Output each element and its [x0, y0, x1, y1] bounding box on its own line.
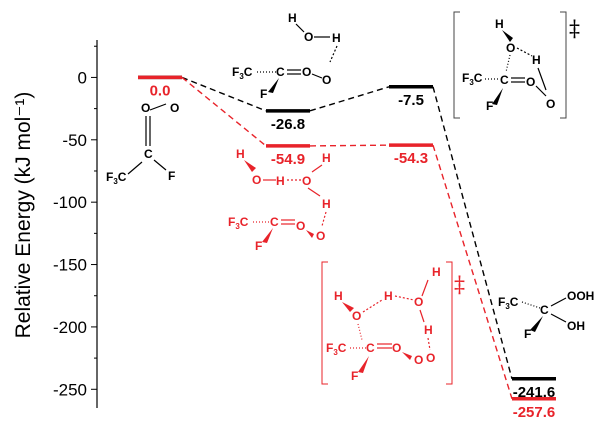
atom-o: O: [141, 101, 150, 115]
svg-text:O: O: [296, 219, 305, 233]
y-tick-label: -250: [53, 380, 87, 399]
series-connector: [432, 144, 513, 399]
svg-text:H: H: [276, 174, 285, 188]
svg-text:C: C: [540, 303, 549, 317]
svg-text:H: H: [384, 289, 393, 303]
svg-text:H: H: [288, 11, 297, 25]
svg-text:H: H: [334, 289, 343, 303]
energy-value-label: -241.6: [513, 384, 556, 401]
svg-text:OOH: OOH: [567, 289, 594, 303]
svg-text:O: O: [506, 41, 515, 55]
svg-text:H: H: [236, 147, 245, 161]
svg-text:C: C: [276, 65, 285, 79]
svg-text:H: H: [424, 323, 433, 337]
y-axis-label: Relative Energy (kJ mol⁻¹): [12, 92, 35, 339]
svg-text:O: O: [302, 65, 311, 79]
svg-text:C: C: [366, 341, 375, 355]
svg-text:O: O: [426, 351, 435, 365]
svg-text:H: H: [495, 17, 504, 31]
svg-text:F: F: [351, 369, 358, 383]
complex-red-structure: H O H O H H F3C C O O F: [228, 147, 331, 253]
series-connector: [181, 76, 267, 147]
energy-levels: [138, 75, 556, 401]
svg-text:OH: OH: [567, 319, 585, 333]
svg-text:H: H: [432, 265, 441, 279]
product-structure: F3C C OOH OH F: [498, 289, 594, 341]
svg-text:O: O: [252, 173, 261, 187]
y-tick-label: -100: [53, 193, 87, 212]
energy-value-label: -54.9: [271, 151, 305, 168]
y-tick-label: -50: [62, 131, 87, 150]
svg-text:O: O: [414, 295, 423, 309]
energy-value-label: -54.3: [394, 150, 428, 167]
double-dagger-mark: ‡: [569, 17, 580, 42]
svg-text:C: C: [270, 215, 279, 229]
svg-text:H: H: [322, 197, 331, 211]
svg-text:O: O: [392, 341, 401, 355]
reactant-structure: O O C F F3C: [106, 101, 179, 186]
svg-text:C: C: [500, 73, 509, 87]
svg-text:H: H: [322, 151, 331, 165]
y-tick-label: -150: [53, 256, 87, 275]
series-connector: [309, 86, 390, 112]
energy-labels: -26.8 -7.5 -241.6 0.0 -54.9 -54.3 -257.6: [150, 82, 556, 420]
connectors: [181, 76, 513, 399]
energy-value-label: -257.6: [513, 404, 556, 421]
energy-value-label: 0.0: [150, 82, 171, 99]
svg-text:O: O: [316, 229, 325, 243]
ts-red-structure: ‡ H H O H O H O F3C C O O F: [321, 261, 465, 385]
y-axis: 0 -50 -100 -150 -200 -250: [53, 40, 98, 408]
energy-value-label: -26.8: [271, 116, 305, 133]
series-connector: [309, 144, 390, 147]
svg-text:F3C: F3C: [462, 71, 483, 87]
svg-text:F3C: F3C: [232, 65, 253, 81]
svg-text:O: O: [352, 309, 361, 323]
svg-text:F: F: [486, 99, 493, 113]
svg-text:H: H: [332, 31, 341, 45]
svg-text:O: O: [302, 174, 311, 188]
complex-black-structure: H O H F3C C O O F: [232, 11, 341, 101]
series-connector: [181, 76, 267, 112]
atom-o: O: [170, 101, 179, 115]
svg-text:O: O: [304, 30, 313, 44]
svg-text:F3C: F3C: [498, 295, 519, 311]
y-tick-label: -200: [53, 318, 87, 337]
svg-text:O: O: [322, 73, 331, 87]
svg-text:O: O: [546, 97, 555, 111]
svg-text:O: O: [414, 353, 423, 367]
svg-text:H: H: [532, 53, 541, 67]
svg-text:F: F: [255, 239, 262, 253]
svg-text:F3C: F3C: [228, 215, 249, 231]
svg-text:O: O: [526, 75, 535, 89]
y-tick-label: 0: [78, 68, 87, 87]
svg-text:F: F: [260, 87, 267, 101]
svg-text:F3C: F3C: [326, 341, 347, 357]
series-connector: [432, 86, 513, 379]
atom-c: C: [144, 147, 153, 161]
group-f3c: F3C: [106, 170, 127, 186]
energy-value-label: -7.5: [398, 92, 424, 109]
atom-f: F: [168, 169, 175, 183]
double-dagger-mark: ‡: [454, 273, 465, 298]
svg-text:F: F: [524, 327, 531, 341]
ts-black-structure: ‡ H O H F3C C O O F: [453, 11, 580, 119]
